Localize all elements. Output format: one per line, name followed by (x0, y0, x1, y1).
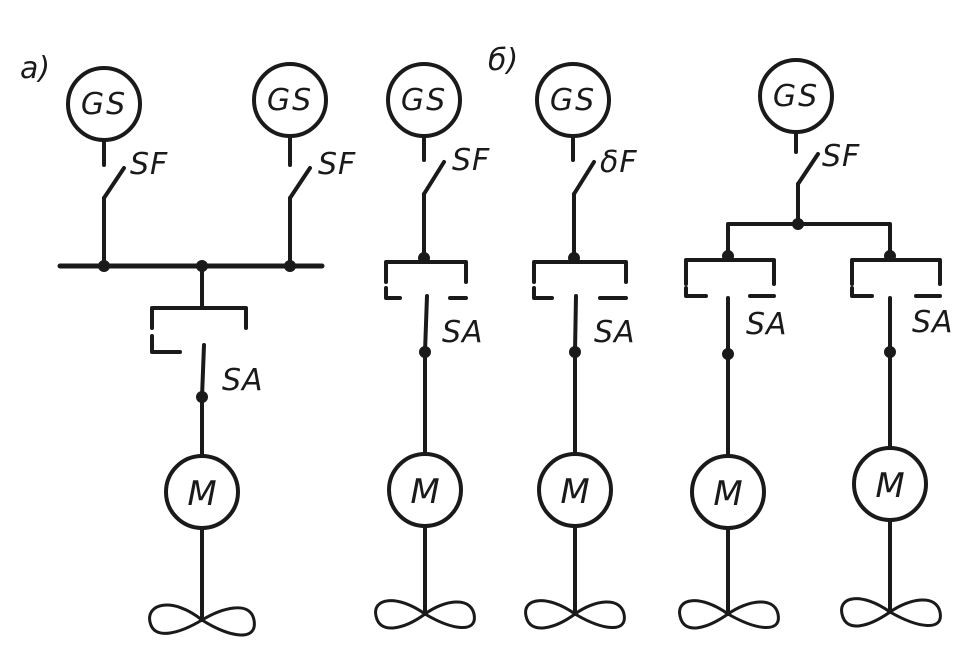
propeller-icon (148, 603, 256, 637)
generator-label: GS (267, 83, 313, 118)
switch-blade (573, 294, 578, 354)
switch-upper-bracket (850, 258, 942, 286)
switch-label: SA (222, 363, 264, 398)
switch-upper-bracket (384, 260, 468, 284)
bus-junction (98, 260, 110, 272)
motor-label: M (875, 466, 904, 506)
scheme-b-unit-3: GS SF SA M SA M (678, 58, 954, 630)
breaker-label: SF (318, 147, 356, 182)
breaker-label: SF (452, 143, 490, 178)
breaker-contact (796, 152, 820, 186)
switch-lower-bracket (150, 334, 182, 354)
motor-label: M (713, 474, 742, 514)
switch-lower-bracket (384, 286, 402, 300)
switch-label: SA (912, 305, 954, 340)
scheme-b-unit-1: GS SF SA M (374, 62, 490, 630)
section-label-a: a) (20, 51, 50, 86)
motor-label: M (560, 472, 589, 512)
propeller-icon (374, 599, 476, 630)
split-bus (726, 222, 892, 258)
generator-label: GS (550, 83, 596, 118)
switch-blade (200, 343, 206, 399)
switch-upper-bracket (684, 258, 776, 286)
switch-lower-bracket (850, 286, 874, 298)
breaker-contact (572, 160, 596, 196)
generator-label: GS (81, 87, 127, 122)
breaker-contact (422, 160, 446, 196)
section-label-b: б) (488, 43, 518, 78)
generator-label: GS (401, 83, 447, 118)
motor-label: M (410, 472, 439, 512)
breaker-label: SF (822, 139, 860, 174)
breaker-label: δF (600, 145, 638, 180)
breaker-label: SF (130, 147, 168, 182)
switch-label: SA (746, 307, 788, 342)
motor-label: M (187, 474, 216, 514)
switch-blade (423, 294, 429, 354)
switch-lower-bracket (684, 286, 708, 298)
generator-label: GS (773, 79, 819, 114)
switch-label: SA (442, 315, 484, 350)
propeller-icon (524, 599, 626, 630)
scheme-a: GS SF GS SF SA M (57, 62, 356, 637)
breaker-contact (102, 166, 126, 200)
breaker-contact (288, 166, 312, 200)
switch-upper-bracket (150, 306, 248, 330)
propeller-icon (678, 599, 780, 630)
bus-junction (284, 260, 296, 272)
propeller-icon (840, 597, 942, 628)
switch-lower-bracket (532, 286, 554, 300)
scheme-b-unit-2: GS δF SA M (524, 62, 638, 630)
switch-label: SA (594, 315, 636, 350)
switch-upper-bracket (532, 260, 628, 284)
